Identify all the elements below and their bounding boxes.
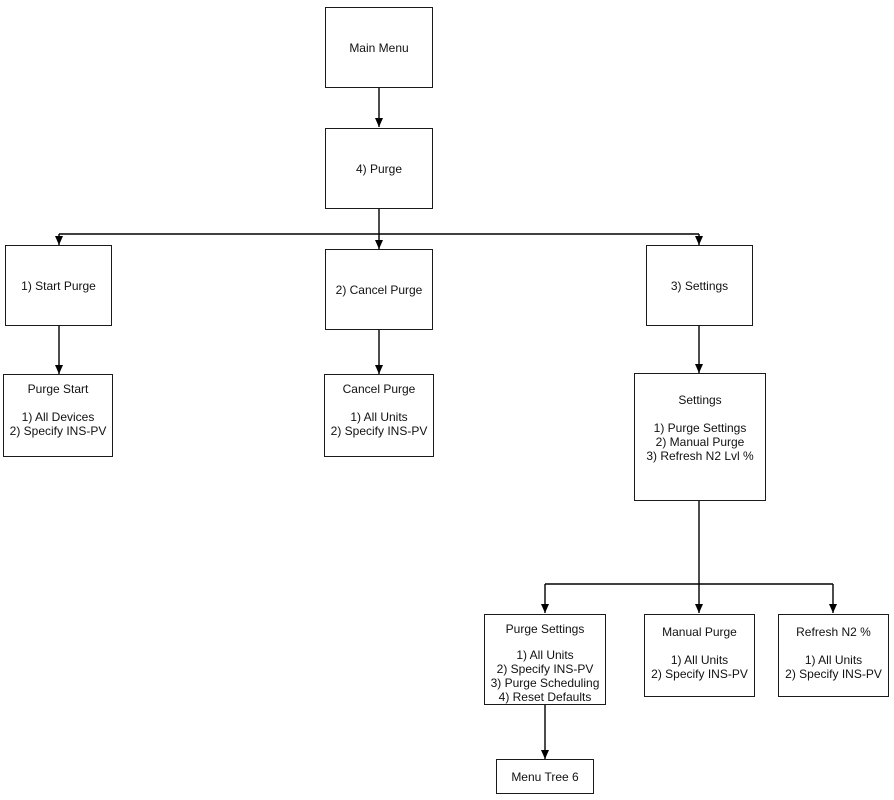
settings-box: 3) Settings — [646, 245, 753, 326]
cancel-purge-detail-item-1: 1) All Units — [350, 410, 408, 424]
purge-label: 4) Purge — [355, 161, 403, 176]
purge-settings-title: Purge Settings — [505, 622, 585, 636]
refresh-n2-title: Refresh N2 % — [796, 625, 871, 639]
purge-start-box: Purge Start 1) All Devices 2) Specify IN… — [3, 374, 113, 457]
purge-settings-item-1: 1) All Units — [516, 648, 574, 662]
start-purge-label: 1) Start Purge — [21, 278, 96, 293]
purge-start-title: Purge Start — [27, 382, 89, 396]
menu-tree-6-box: Menu Tree 6 — [496, 759, 594, 794]
purge-start-item-1: 1) All Devices — [21, 410, 95, 424]
refresh-n2-item-2: 2) Specify INS-PV — [785, 667, 882, 681]
settings-label: 3) Settings — [670, 278, 729, 293]
purge-settings-box: Purge Settings 1) All Units 2) Specify I… — [484, 614, 606, 705]
cancel-purge-detail-title: Cancel Purge — [342, 382, 416, 396]
purge-settings-item-3: 3) Purge Scheduling — [490, 676, 600, 690]
cancel-purge-box: 2) Cancel Purge — [325, 249, 433, 330]
main-menu-label: Main Menu — [349, 40, 409, 55]
manual-purge-item-1: 1) All Units — [670, 653, 729, 667]
settings-detail-item-3: 3) Refresh N2 Lvl % — [646, 449, 754, 463]
settings-detail-title: Settings — [678, 393, 722, 407]
refresh-n2-box: Refresh N2 % 1) All Units 2) Specify INS… — [778, 614, 889, 697]
manual-purge-item-2: 2) Specify INS-PV — [651, 667, 748, 681]
manual-purge-title: Manual Purge — [662, 625, 737, 639]
refresh-n2-item-1: 1) All Units — [804, 653, 863, 667]
cancel-purge-detail-item-2: 2) Specify INS-PV — [330, 424, 428, 438]
purge-settings-item-2: 2) Specify INS-PV — [496, 662, 594, 676]
settings-detail-box: Settings 1) Purge Settings 2) Manual Pur… — [634, 373, 766, 501]
settings-detail-item-2: 2) Manual Purge — [655, 435, 745, 449]
cancel-purge-label: 2) Cancel Purge — [335, 282, 423, 297]
menu-tree-6-label: Menu Tree 6 — [511, 769, 579, 784]
manual-purge-box: Manual Purge 1) All Units 2) Specify INS… — [644, 614, 755, 697]
purge-start-item-2: 2) Specify INS-PV — [9, 424, 107, 438]
cancel-purge-detail-box: Cancel Purge 1) All Units 2) Specify INS… — [324, 374, 434, 457]
settings-detail-item-1: 1) Purge Settings — [653, 421, 747, 435]
purge-box: 4) Purge — [325, 128, 433, 209]
main-menu-box: Main Menu — [325, 7, 433, 88]
start-purge-box: 1) Start Purge — [5, 245, 112, 326]
purge-settings-item-4: 4) Reset Defaults — [498, 690, 592, 704]
